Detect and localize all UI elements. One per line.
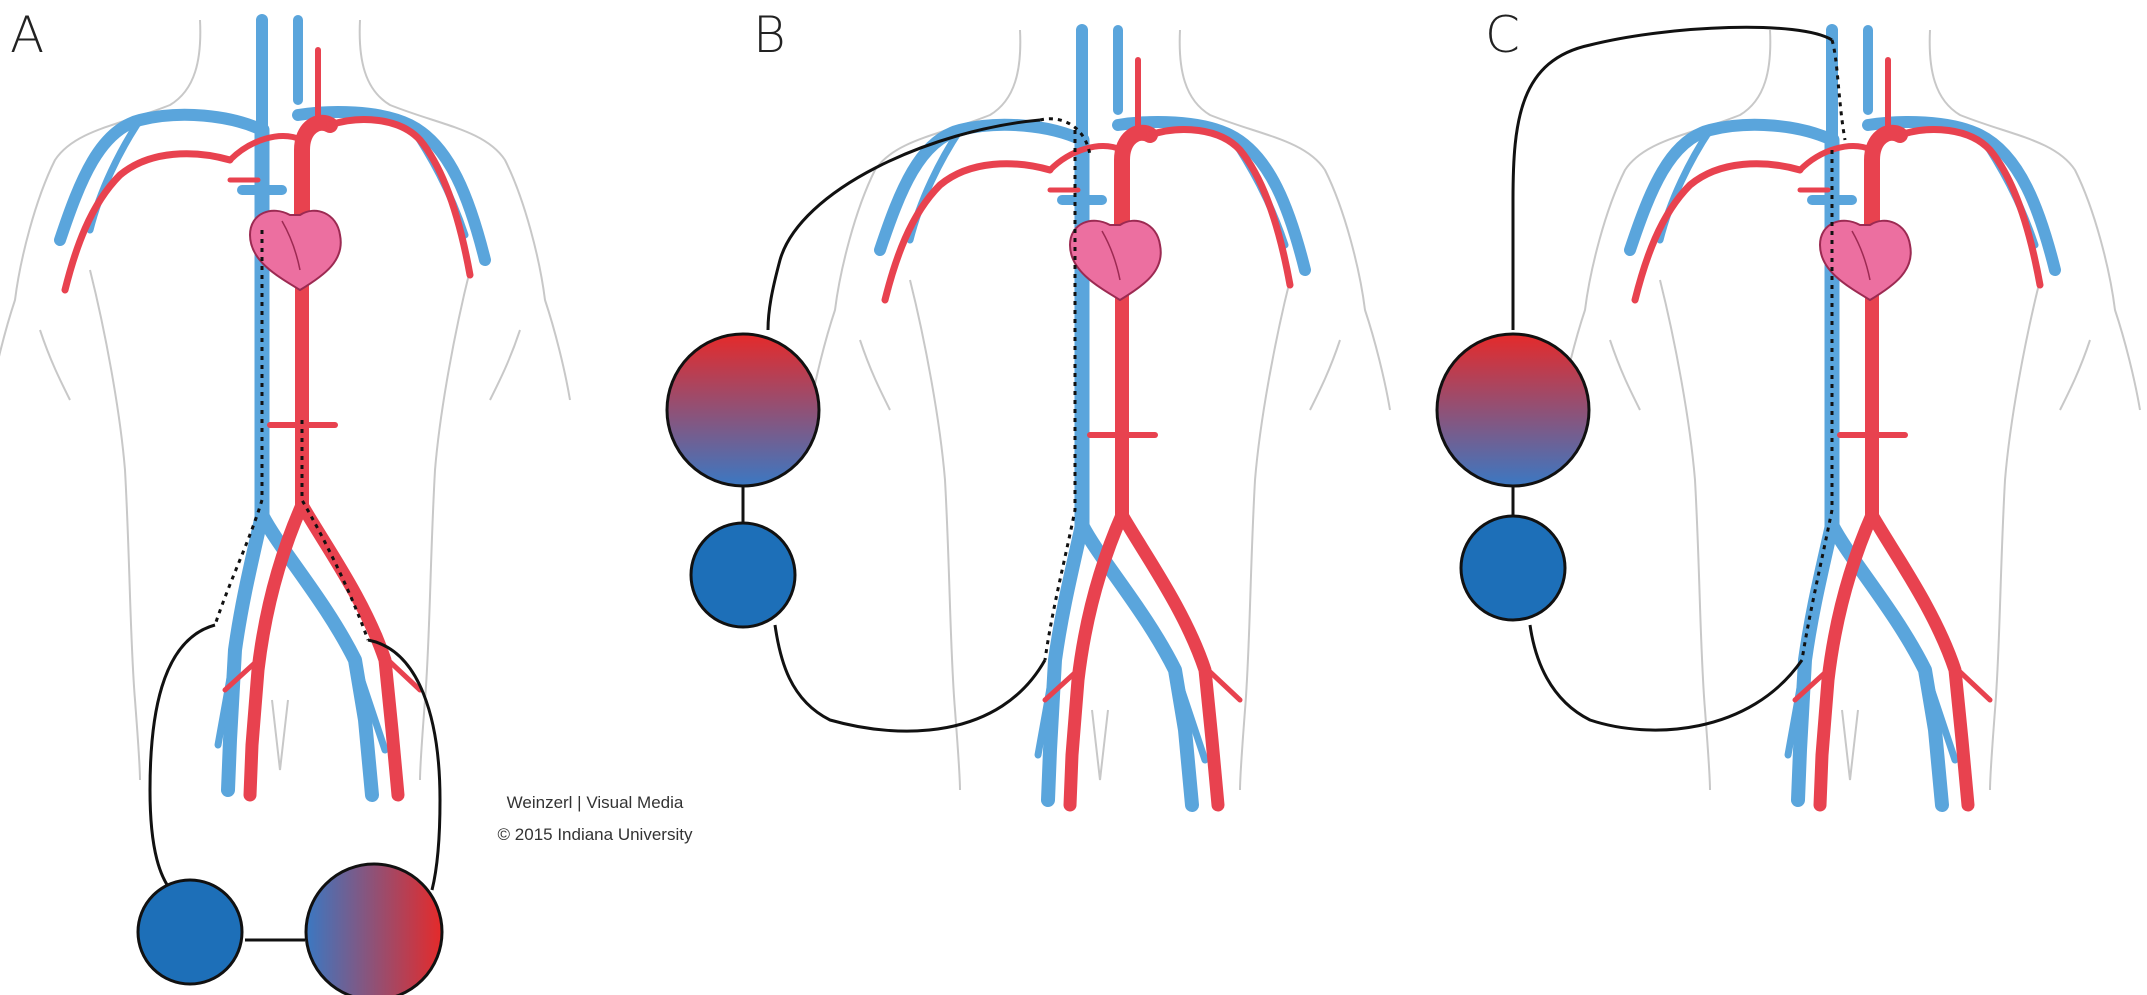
panel-c: C xyxy=(1420,0,2147,995)
pump-icon xyxy=(691,523,795,627)
pump-icon xyxy=(1461,516,1565,620)
credit-line-2: © 2015 Indiana University xyxy=(460,819,730,851)
copyright-credit: Weinzerl | Visual Media © 2015 Indiana U… xyxy=(460,787,730,851)
credit-line-1: Weinzerl | Visual Media xyxy=(460,787,730,819)
panel-b: B xyxy=(700,0,1420,995)
diagram-c xyxy=(1420,0,2147,995)
pump-icon xyxy=(138,880,242,984)
oxygenator-icon xyxy=(306,864,442,995)
diagram-b xyxy=(700,0,1420,995)
panel-a: A Weinzerl | Visual Media © 2015 Indiana… xyxy=(0,0,700,995)
oxygenator-icon xyxy=(667,334,819,486)
oxygenator-icon xyxy=(1437,334,1589,486)
